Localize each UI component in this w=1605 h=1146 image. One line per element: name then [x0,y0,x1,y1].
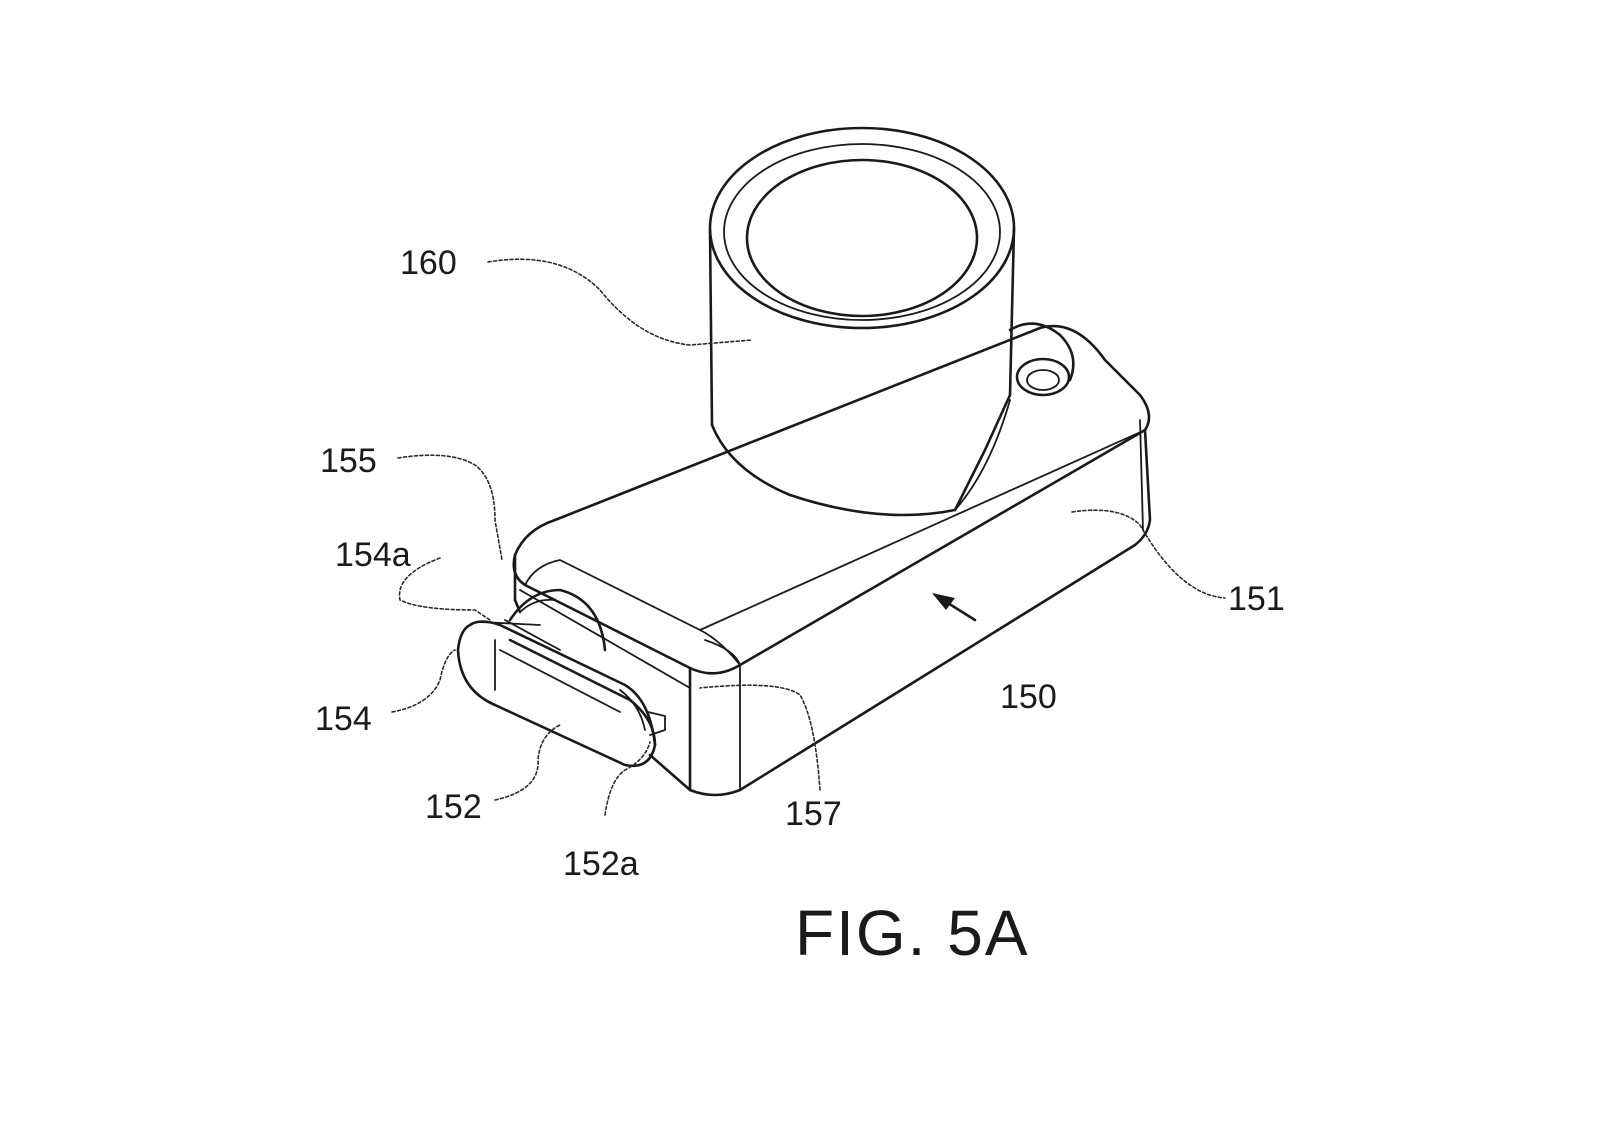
leader-lines [391,258,1226,816]
label-154a: 154a [335,536,411,574]
label-151: 151 [1228,580,1285,618]
figure-caption: FIG. 5A [795,897,1030,969]
label-152a: 152a [563,845,639,883]
housing-block [512,322,1152,797]
label-150: 150 [1000,678,1057,716]
label-155: 155 [320,442,377,480]
reference-labels: 160 155 154a 154 152 152a 157 151 150 [315,244,1285,883]
label-157: 157 [785,795,842,833]
cylinder [708,126,1016,517]
label-152: 152 [425,788,482,826]
label-154: 154 [315,700,372,738]
label-160: 160 [400,244,457,282]
connector [456,588,666,768]
